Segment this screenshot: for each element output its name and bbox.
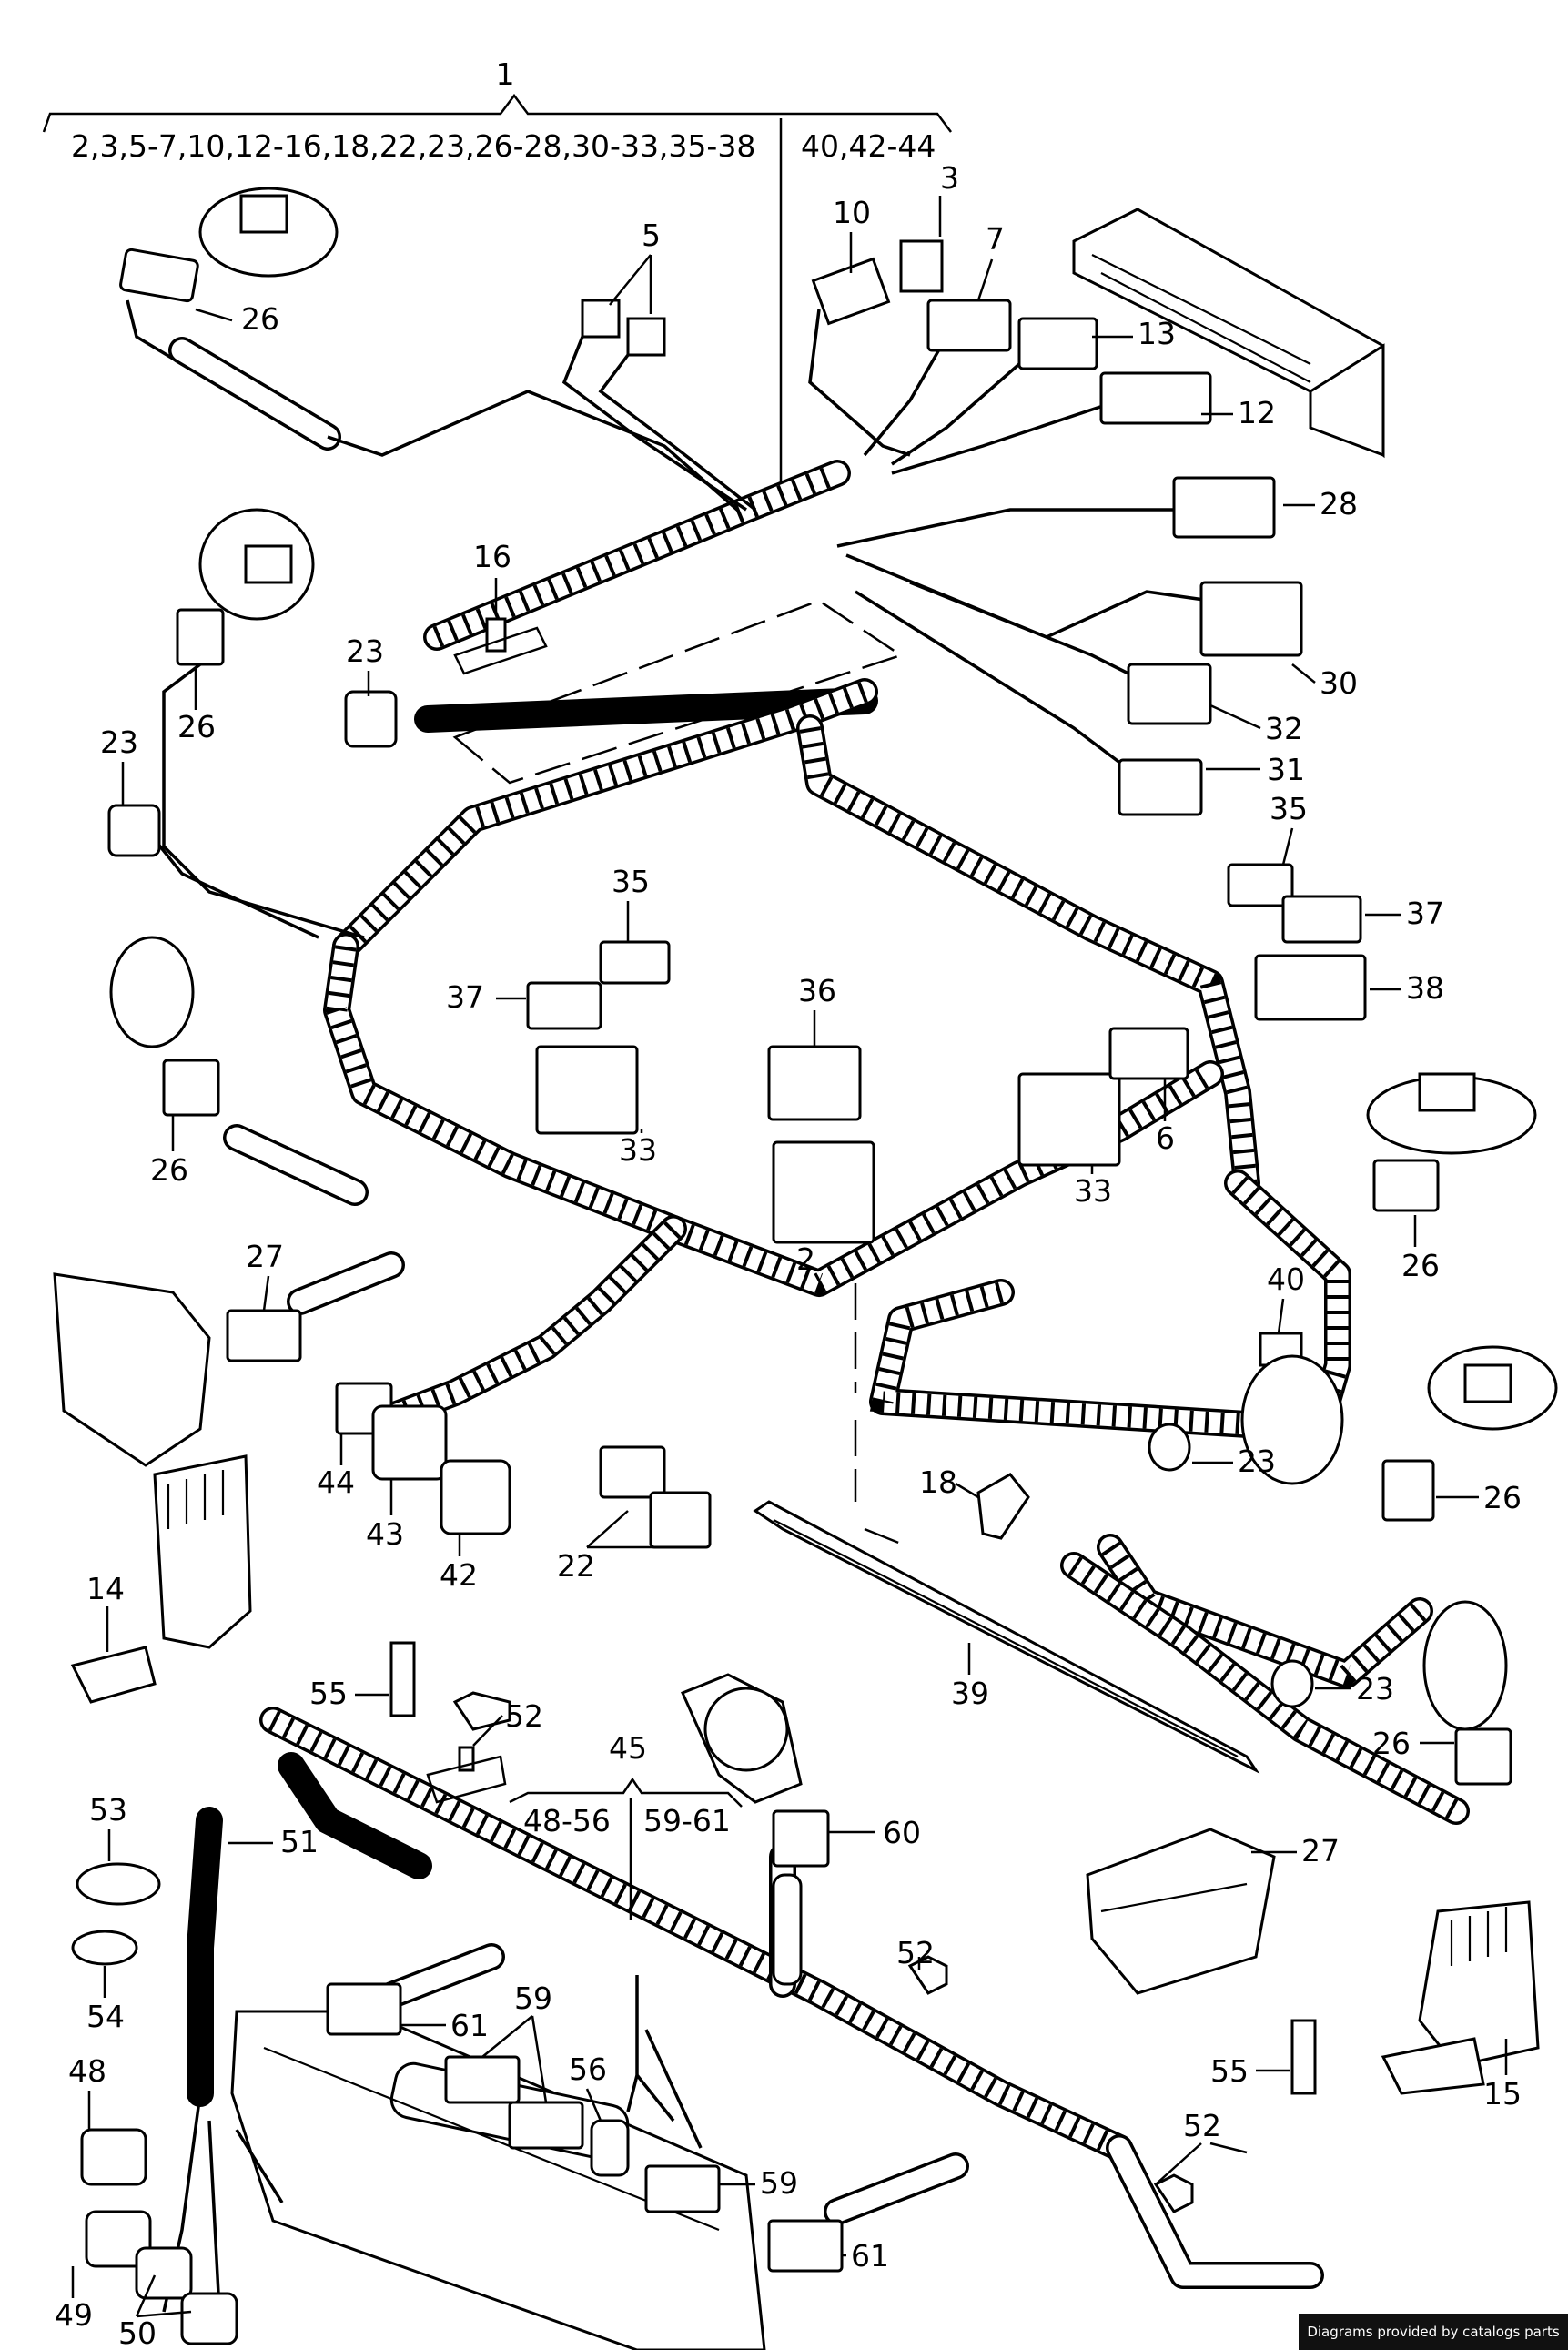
group-left-range: 2,3,5-7,10,12-16,18,22,23,26-28,30-33,35… [71,128,755,164]
label-40: 40 [1267,1261,1305,1297]
label-55-a: 55 [309,1676,348,1711]
cross-member-39 [753,1500,1260,1774]
clips [426,617,548,1804]
label-42: 42 [440,1557,478,1593]
label-43: 43 [366,1516,404,1552]
label-59-a: 59 [514,1980,552,2016]
diagram-credit: Diagrams provided by catalogs parts [1299,2314,1568,2350]
label-26-d: 26 [1401,1248,1440,1283]
label-23-a: 23 [346,633,384,669]
label-26-a: 26 [241,301,279,337]
label-51: 51 [280,1824,319,1859]
label-44: 44 [317,1464,355,1500]
bracket-14 [70,1454,252,1704]
subgroup-number: 45 [609,1730,647,1766]
label-26-c: 26 [150,1152,188,1188]
label-52-a: 52 [505,1698,543,1734]
label-13: 13 [1138,316,1176,351]
label-22: 22 [557,1548,595,1584]
connectors [53,187,1537,1786]
label-27-b: 27 [1301,1833,1340,1869]
label-23-d: 23 [1356,1671,1394,1707]
label-2: 2 [796,1241,815,1277]
label-26-f: 26 [1372,1726,1411,1761]
label-37-a: 37 [1406,896,1444,931]
label-52-b: 52 [896,1935,935,1970]
header-bracket: 1 2,3,5-7,10,12-16,18,22,23,26-28,30-33,… [42,56,952,510]
label-56: 56 [569,2051,607,2087]
label-3: 3 [940,160,959,196]
lamps [1086,1345,1558,1995]
label-30: 30 [1320,665,1358,701]
label-52-c: 52 [1183,2108,1221,2143]
part-labels: 3 10 5 7 13 12 28 26 16 23 26 30 32 23 3… [55,160,1522,2350]
label-14: 14 [86,1571,125,1606]
subgroup-left-range: 48-56 [523,1803,611,1838]
label-26-e: 26 [1483,1480,1522,1515]
label-48: 48 [68,2053,106,2089]
subgroup-45-bracket: 45 48-56 59-61 [509,1730,743,1920]
label-59-b: 59 [760,2165,798,2201]
label-15: 15 [1483,2076,1522,2112]
label-33-b: 33 [1074,1173,1112,1209]
label-27-a: 27 [246,1239,284,1274]
label-35-b: 35 [612,864,650,899]
label-54: 54 [86,1999,125,2034]
label-61-a: 61 [450,2008,489,2043]
label-37-b: 37 [446,979,484,1015]
label-10: 10 [833,195,871,230]
label-61-b: 61 [851,2238,889,2274]
label-12: 12 [1238,395,1276,430]
label-7: 7 [986,221,1005,257]
label-6: 6 [1156,1120,1175,1156]
subgroup-right-range: 59-61 [643,1803,731,1838]
label-55-b: 55 [1210,2053,1249,2089]
label-28: 28 [1320,486,1358,522]
relay-panel-28 [1072,208,1385,459]
label-5: 5 [642,218,661,253]
label-50: 50 [118,2315,157,2350]
label-39: 39 [951,1676,989,1711]
label-38: 38 [1406,970,1444,1006]
label-16: 16 [473,539,511,574]
label-35-a: 35 [1270,791,1308,826]
label-53: 53 [89,1792,127,1828]
bracket-15 [1381,1900,1540,2095]
group-right-range: 40,42-44 [801,128,936,164]
label-31: 31 [1267,752,1305,787]
label-18: 18 [919,1464,957,1500]
top-part-number: 1 [496,56,515,92]
label-33-a: 33 [619,1132,657,1168]
label-60: 60 [883,1815,921,1850]
label-26-b: 26 [177,709,216,745]
lower-connectors [71,1641,1317,2345]
main-harness [323,460,1470,1825]
label-36: 36 [798,973,836,1008]
label-32: 32 [1265,711,1303,746]
label-23-c: 23 [1238,1443,1276,1479]
upper-wiring [126,299,1211,939]
label-23-b: 23 [100,724,138,760]
label-49: 49 [55,2297,93,2333]
